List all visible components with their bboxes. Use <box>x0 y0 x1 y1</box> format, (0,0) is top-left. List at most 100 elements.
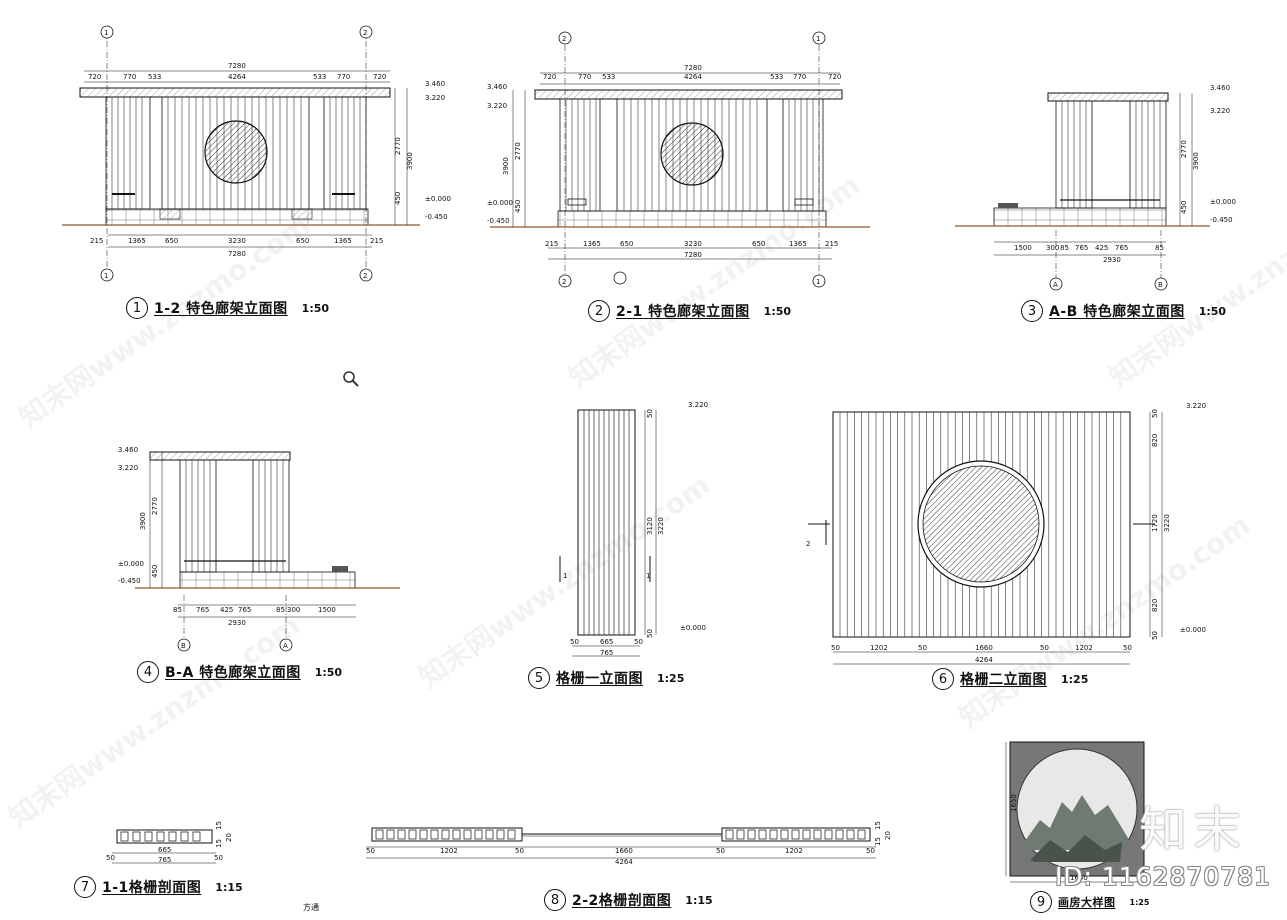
dim-label: 50 <box>866 847 875 855</box>
dim-label: 1660 <box>975 644 993 652</box>
dim-label: 50 <box>634 638 643 646</box>
magnifier-icon[interactable] <box>342 370 360 392</box>
drawing-number: 1 <box>126 297 148 319</box>
level-label: 3.220 <box>1186 402 1206 410</box>
drawing-name: 画房大样图 <box>1058 896 1116 909</box>
axis-label: B <box>181 642 186 650</box>
dim-label: 450 <box>514 200 522 213</box>
drawing-title: 4 B-A 特色廊架立面图 1:50 <box>137 661 342 683</box>
dim-label: 85 <box>1155 244 1164 252</box>
dim-label: 720 <box>373 73 386 81</box>
drawing-scale: 1:25 <box>657 671 685 685</box>
dim-label: 50 <box>366 847 375 855</box>
dim-label: 50 <box>1151 409 1159 418</box>
dim-label: 1365 <box>128 237 146 245</box>
dim-label: 4264 <box>975 656 993 664</box>
dim-label: 650 <box>296 237 309 245</box>
dim-label: 770 <box>123 73 136 81</box>
dim-label: 50 <box>646 629 654 638</box>
axis-label: A <box>283 642 288 650</box>
section-cell <box>769 829 778 840</box>
dim-label: 7280 <box>228 250 246 258</box>
dim-label: 3230 <box>684 240 702 248</box>
drawing-name: B-A 特色廊架立面图 <box>165 665 301 681</box>
level-label: ±0.000 <box>1210 198 1236 206</box>
section-cell <box>758 829 767 840</box>
drawing-number: 2 <box>588 300 610 322</box>
drawing-scale: 1:15 <box>215 880 243 894</box>
level-label: -0.450 <box>425 213 448 221</box>
section-cell <box>430 829 439 840</box>
section-1-1: 50 665 50 765 15 20 15 <box>106 821 233 864</box>
dim-label: 20 <box>225 833 233 842</box>
drawing-name: 1-2 特色廊架立面图 <box>154 301 288 317</box>
drawing-scale: 1:50 <box>763 304 792 318</box>
dim-label: 85 <box>1060 244 1069 252</box>
dim-label: 450 <box>151 565 159 578</box>
dim-label: 1720 <box>1151 514 1159 532</box>
drawing-scale: 1:15 <box>685 893 713 907</box>
level-label: 3.220 <box>1210 107 1230 115</box>
dim-label: 820 <box>1151 434 1159 447</box>
dim-label: 50 <box>918 644 927 652</box>
level-label: 3.220 <box>688 401 708 409</box>
dim-label: 50 <box>831 644 840 652</box>
dim-label: 425 <box>220 606 233 614</box>
dim-label: 1202 <box>870 644 888 652</box>
dim-label: 50 <box>646 409 654 418</box>
dim-label: 50 <box>1151 631 1159 640</box>
level-label: -0.450 <box>118 577 141 585</box>
section-cell <box>736 829 745 840</box>
axis-label: 1 <box>104 272 108 280</box>
drawing-title: 6 格栅二立面图 1:25 <box>932 668 1088 690</box>
dim-label: 765 <box>238 606 251 614</box>
section-cell <box>846 829 855 840</box>
drawing-name: A-B 特色廊架立面图 <box>1049 304 1185 320</box>
dim-label: 720 <box>828 73 841 81</box>
dim-label: 215 <box>545 240 558 248</box>
dim-label: 50 <box>1123 644 1132 652</box>
section-cell <box>725 829 734 840</box>
drawing-title: 3 A-B 特色廊架立面图 1:50 <box>1021 300 1226 322</box>
section-cell <box>397 829 406 840</box>
misc-label: 方通 <box>303 903 319 912</box>
section-cell <box>835 829 844 840</box>
dim-label: 425 <box>1095 244 1108 252</box>
section-cell <box>507 829 516 840</box>
dim-label: 1202 <box>785 847 803 855</box>
axis-label: B <box>1158 281 1163 289</box>
section-cell <box>474 829 483 840</box>
dim-label: 720 <box>88 73 101 81</box>
level-label: ±0.000 <box>118 560 144 568</box>
elevation-1-2: 1 2 1 2 720 770 533 4264 533 770 720 728… <box>62 25 451 282</box>
section-mark: 1 <box>563 572 567 580</box>
dim-label: 770 <box>793 73 806 81</box>
dim-label: 820 <box>1151 599 1159 612</box>
dim-label: 765 <box>600 649 613 657</box>
dim-label: 3900 <box>406 152 414 170</box>
dim-label: 650 <box>165 237 178 245</box>
dim-label: 1660 <box>615 847 633 855</box>
drawing-title: 1 1-2 特色廊架立面图 1:50 <box>126 297 329 319</box>
dim-label: 450 <box>394 192 402 205</box>
axis-label: 1 <box>104 29 108 37</box>
level-label: 3.460 <box>487 83 507 91</box>
dim-label: 50 <box>106 854 115 862</box>
dim-label: 15 <box>215 821 223 830</box>
dim-label: 7280 <box>228 62 246 70</box>
section-cell <box>780 829 789 840</box>
section-cell <box>485 829 494 840</box>
section-cell <box>496 829 505 840</box>
dim-label: 720 <box>543 73 556 81</box>
drawing-scale: 1:50 <box>314 665 343 679</box>
dim-label: 50 <box>716 847 725 855</box>
section-cell <box>463 829 472 840</box>
dim-label: 3900 <box>502 157 510 175</box>
drawing-number: 9 <box>1030 891 1052 913</box>
section-mark: 1 <box>646 572 650 580</box>
dim-label: 4264 <box>228 73 246 81</box>
section-cell <box>857 829 866 840</box>
dim-label: 1202 <box>440 847 458 855</box>
